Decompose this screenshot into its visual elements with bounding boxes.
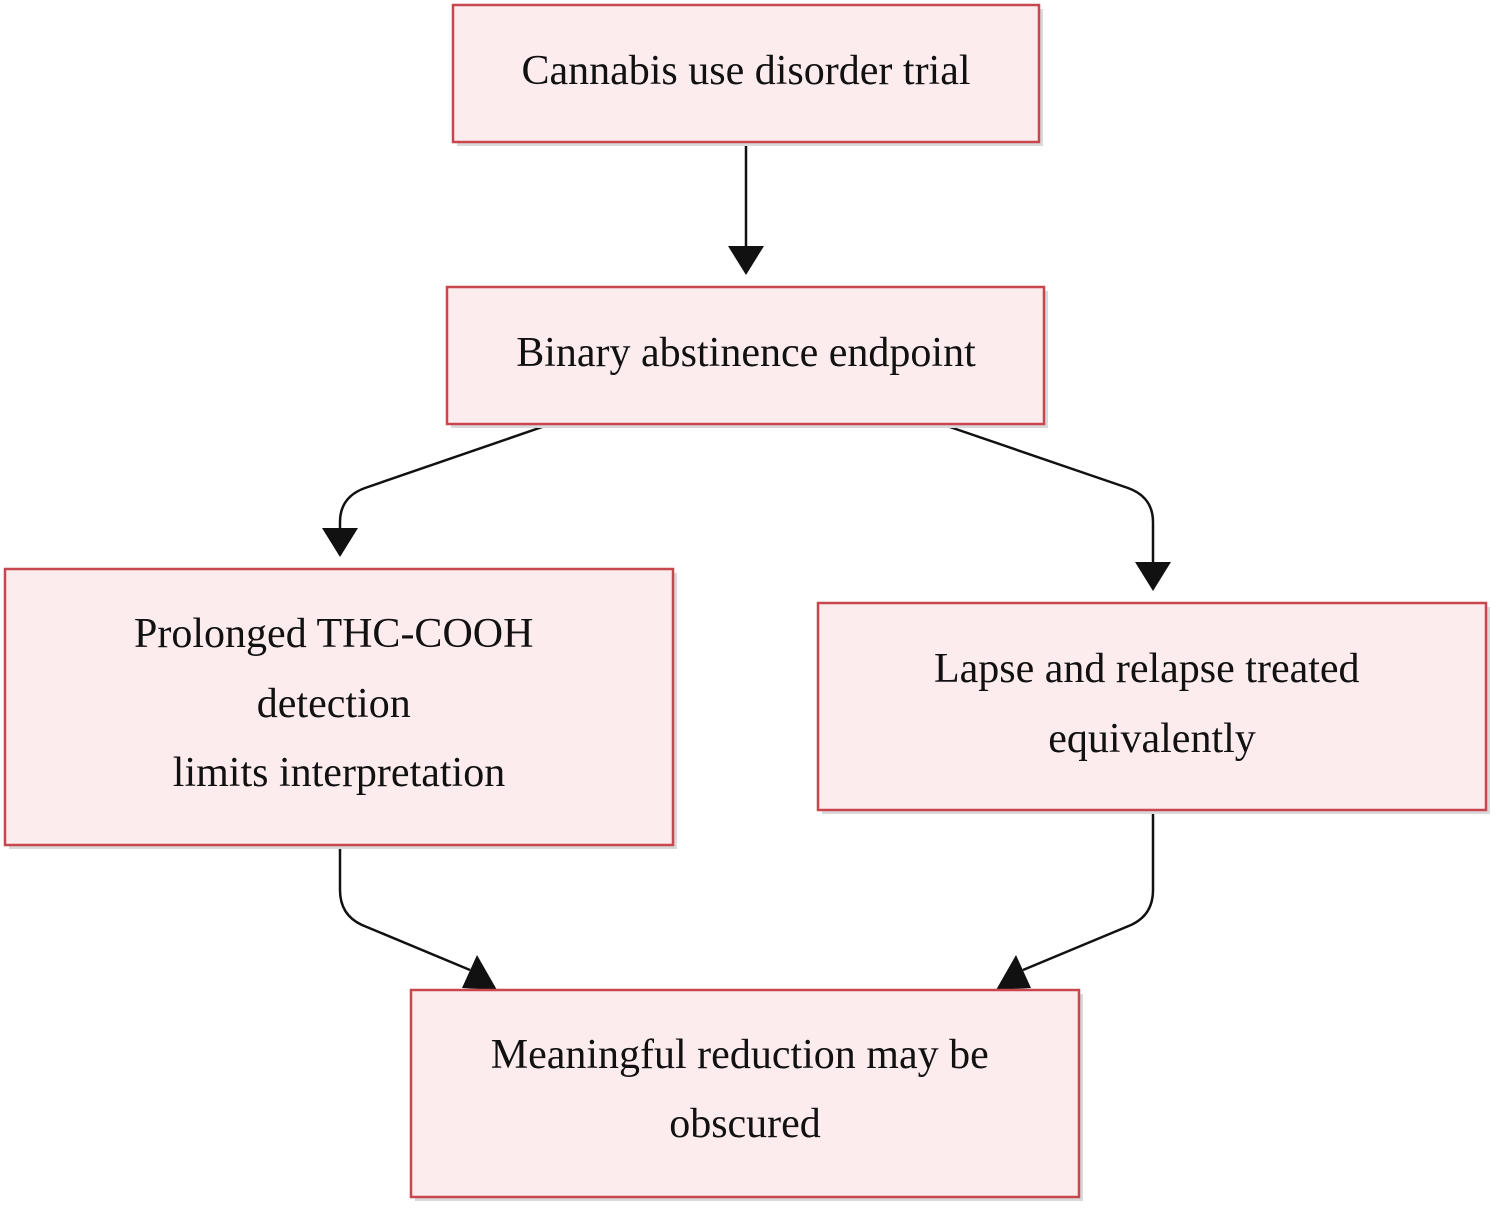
edges [322, 145, 1171, 990]
node-trial-line: Cannabis use disorder trial [521, 48, 970, 94]
node-endpoint-text: Binary abstinence endpoint [516, 330, 976, 376]
node-lapse: Lapse and relapse treated equivalently [816, 601, 1490, 814]
edge-endpoint-to-lapse [946, 424, 1171, 591]
node-lapse-line-1: Lapse and relapse treated [934, 646, 1360, 692]
node-lapse-text: Lapse and relapse treated equivalently [934, 646, 1370, 762]
node-detection-line-1: Prolonged THC-COOH [134, 611, 533, 657]
node-reduction: Meaningful reduction may be obscured [409, 988, 1083, 1201]
node-lapse-line-2: equivalently [1048, 716, 1256, 762]
node-reduction-line-1: Meaningful reduction may be [491, 1032, 989, 1078]
edge-detection-to-reduction [338, 848, 497, 990]
edge-endpoint-to-detection [322, 424, 546, 557]
node-detection-text: Prolonged THC-COOH detection limits inte… [134, 611, 544, 796]
node-endpoint-line: Binary abstinence endpoint [516, 330, 976, 376]
node-detection-line-2: detection [257, 681, 411, 727]
node-endpoint: Binary abstinence endpoint [445, 285, 1048, 428]
node-detection: Prolonged THC-COOH detection limits inte… [3, 567, 677, 849]
edge-lapse-to-reduction [996, 812, 1155, 990]
node-trial: Cannabis use disorder trial [451, 3, 1043, 146]
node-detection-line-3: limits interpretation [173, 750, 505, 796]
node-reduction-text: Meaningful reduction may be obscured [491, 1032, 1000, 1147]
node-reduction-line-2: obscured [669, 1101, 821, 1147]
node-trial-text: Cannabis use disorder trial [521, 48, 970, 94]
edge-trial-to-endpoint [728, 145, 764, 275]
